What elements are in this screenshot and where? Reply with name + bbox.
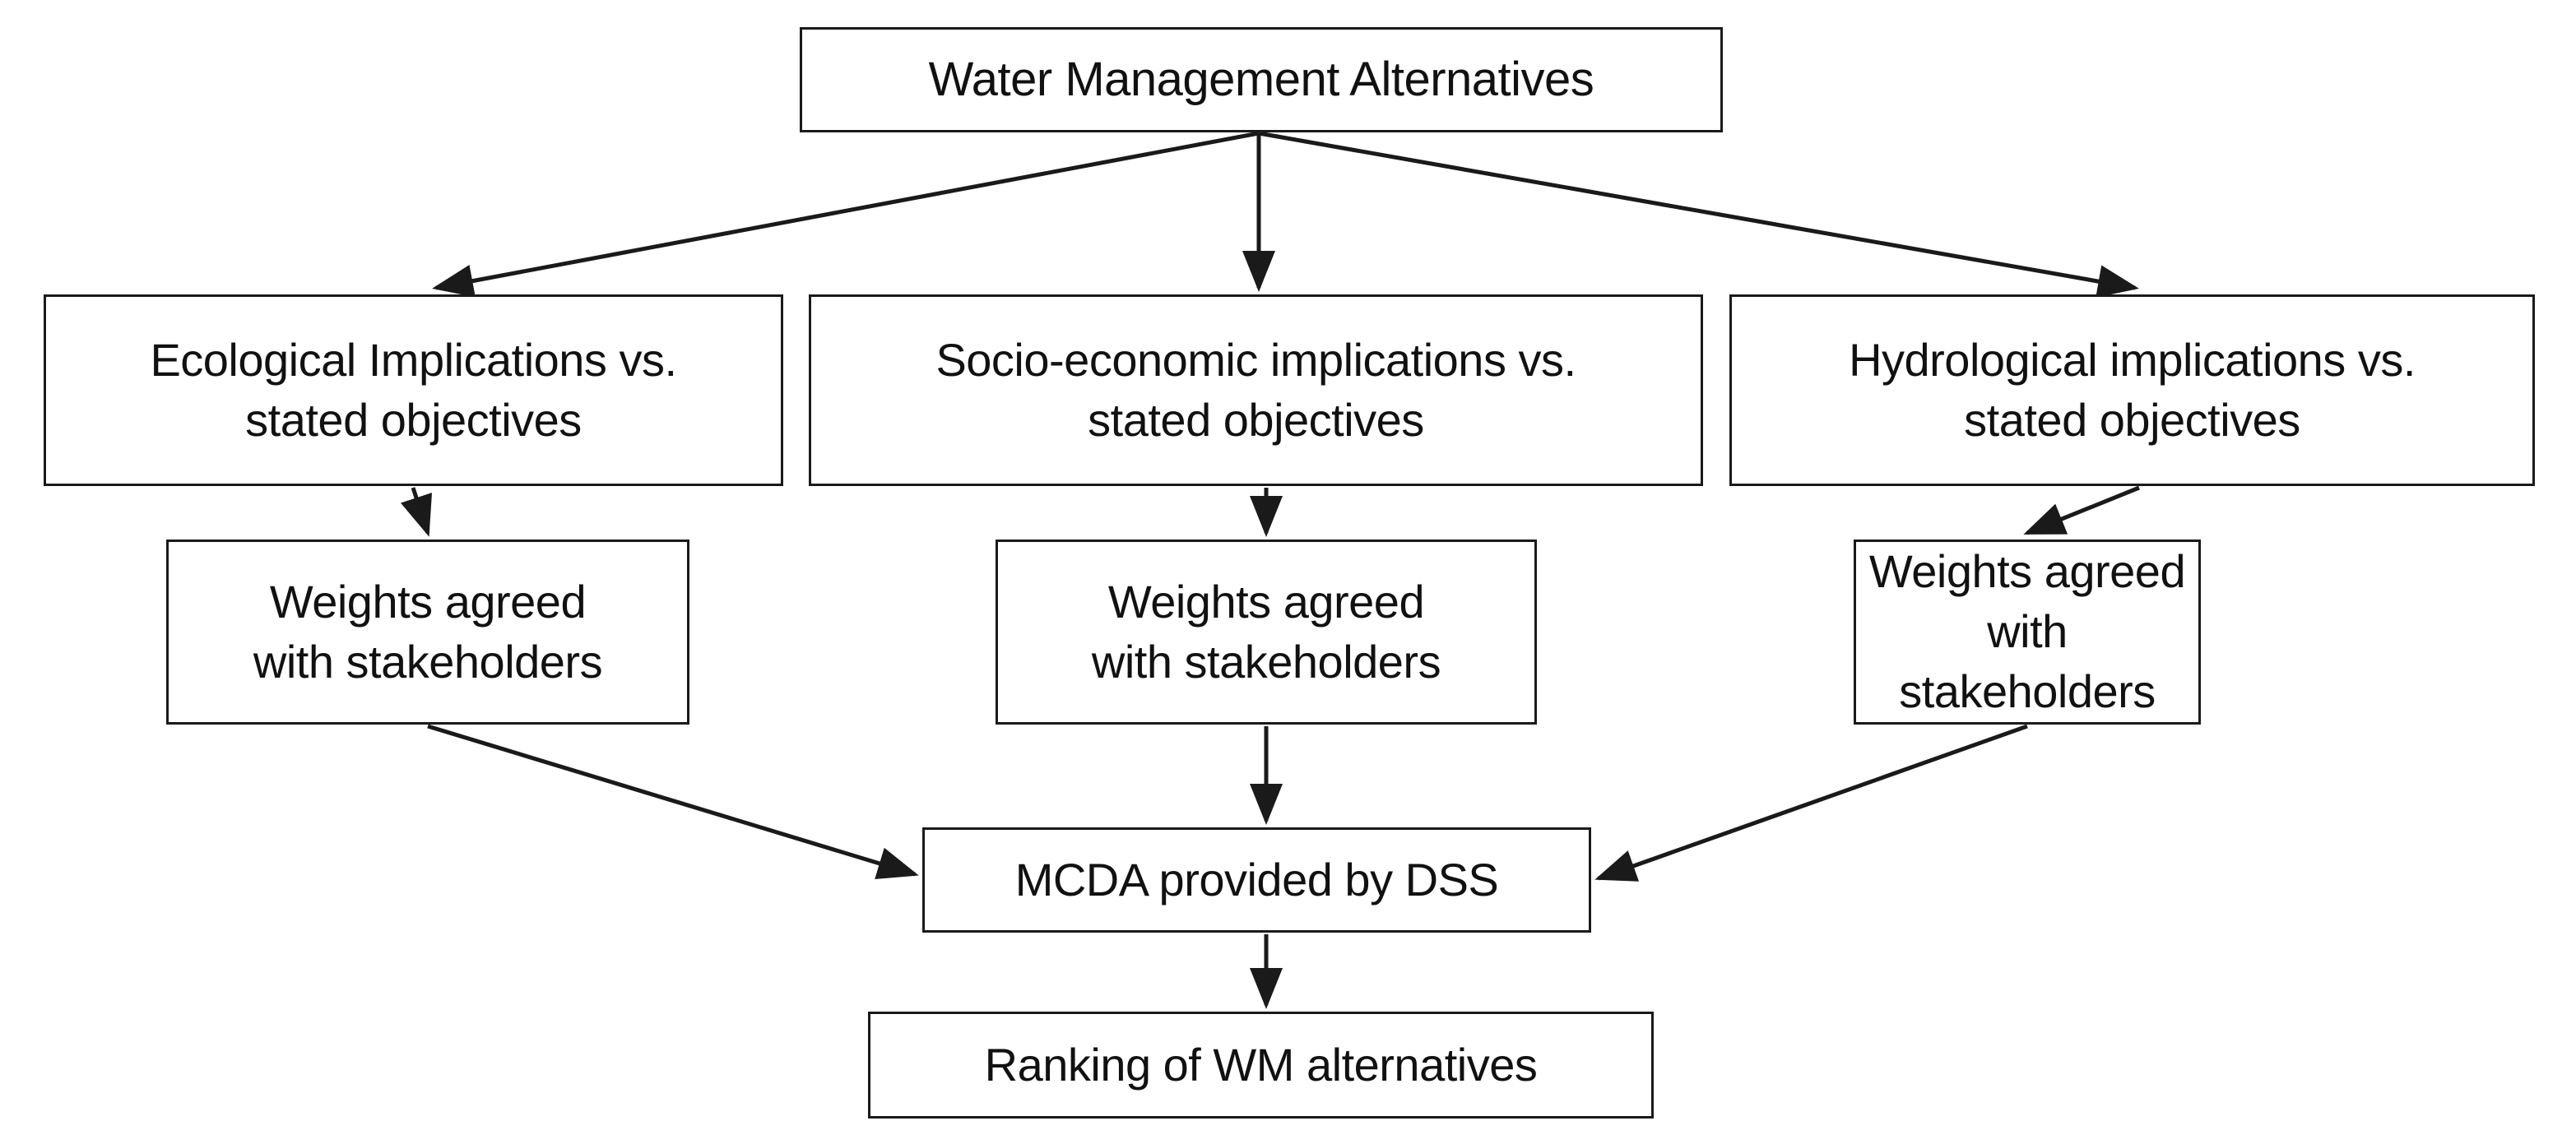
node-ecological-label: Ecological Implications vs. stated objec… (150, 333, 677, 446)
node-socioeconomic-label: Socio-economic implications vs. stated o… (935, 333, 1576, 446)
edge-hydrological-to-weights-right (2023, 485, 2140, 535)
node-mcda-provided-by-dss[interactable]: MCDA provided by DSS (922, 827, 1591, 933)
edge-weights-left-to-mcda (427, 724, 919, 880)
node-weights-left-label: Weights agreed with stakeholders (253, 575, 603, 688)
node-weights-center-label: Weights agreed with stakeholders (1091, 575, 1441, 688)
node-mcda-label: MCDA provided by DSS (1014, 853, 1499, 905)
node-hydrological-label: Hydrological implications vs. stated obj… (1849, 333, 2416, 446)
edge-ecological-to-weights-left (400, 487, 433, 537)
node-hydrological-implications[interactable]: Hydrological implications vs. stated obj… (1729, 294, 2535, 486)
node-ecological-implications[interactable]: Ecological Implications vs. stated objec… (44, 294, 783, 486)
node-water-management-alternatives[interactable]: Water Management Alternatives (800, 27, 1723, 132)
node-weights-agreed-right[interactable]: Weights agreed with stakeholders (1854, 540, 2201, 725)
node-socioeconomic-implications[interactable]: Socio-economic implications vs. stated o… (809, 294, 1703, 486)
node-ranking-of-wm-alternatives[interactable]: Ranking of WM alternatives (868, 1012, 1654, 1119)
node-weights-right-label: Weights agreed with stakeholders (1868, 545, 2186, 717)
edge-root-to-ecological (432, 131, 1260, 298)
node-root-label: Water Management Alternatives (928, 53, 1594, 107)
node-weights-agreed-left[interactable]: Weights agreed with stakeholders (166, 540, 689, 725)
node-weights-agreed-center[interactable]: Weights agreed with stakeholders (996, 540, 1537, 725)
edge-weights-right-to-mcda (1594, 724, 2028, 882)
node-ranking-label: Ranking of WM alternatives (984, 1038, 1538, 1091)
edge-root-to-hydrological (1258, 131, 2139, 298)
